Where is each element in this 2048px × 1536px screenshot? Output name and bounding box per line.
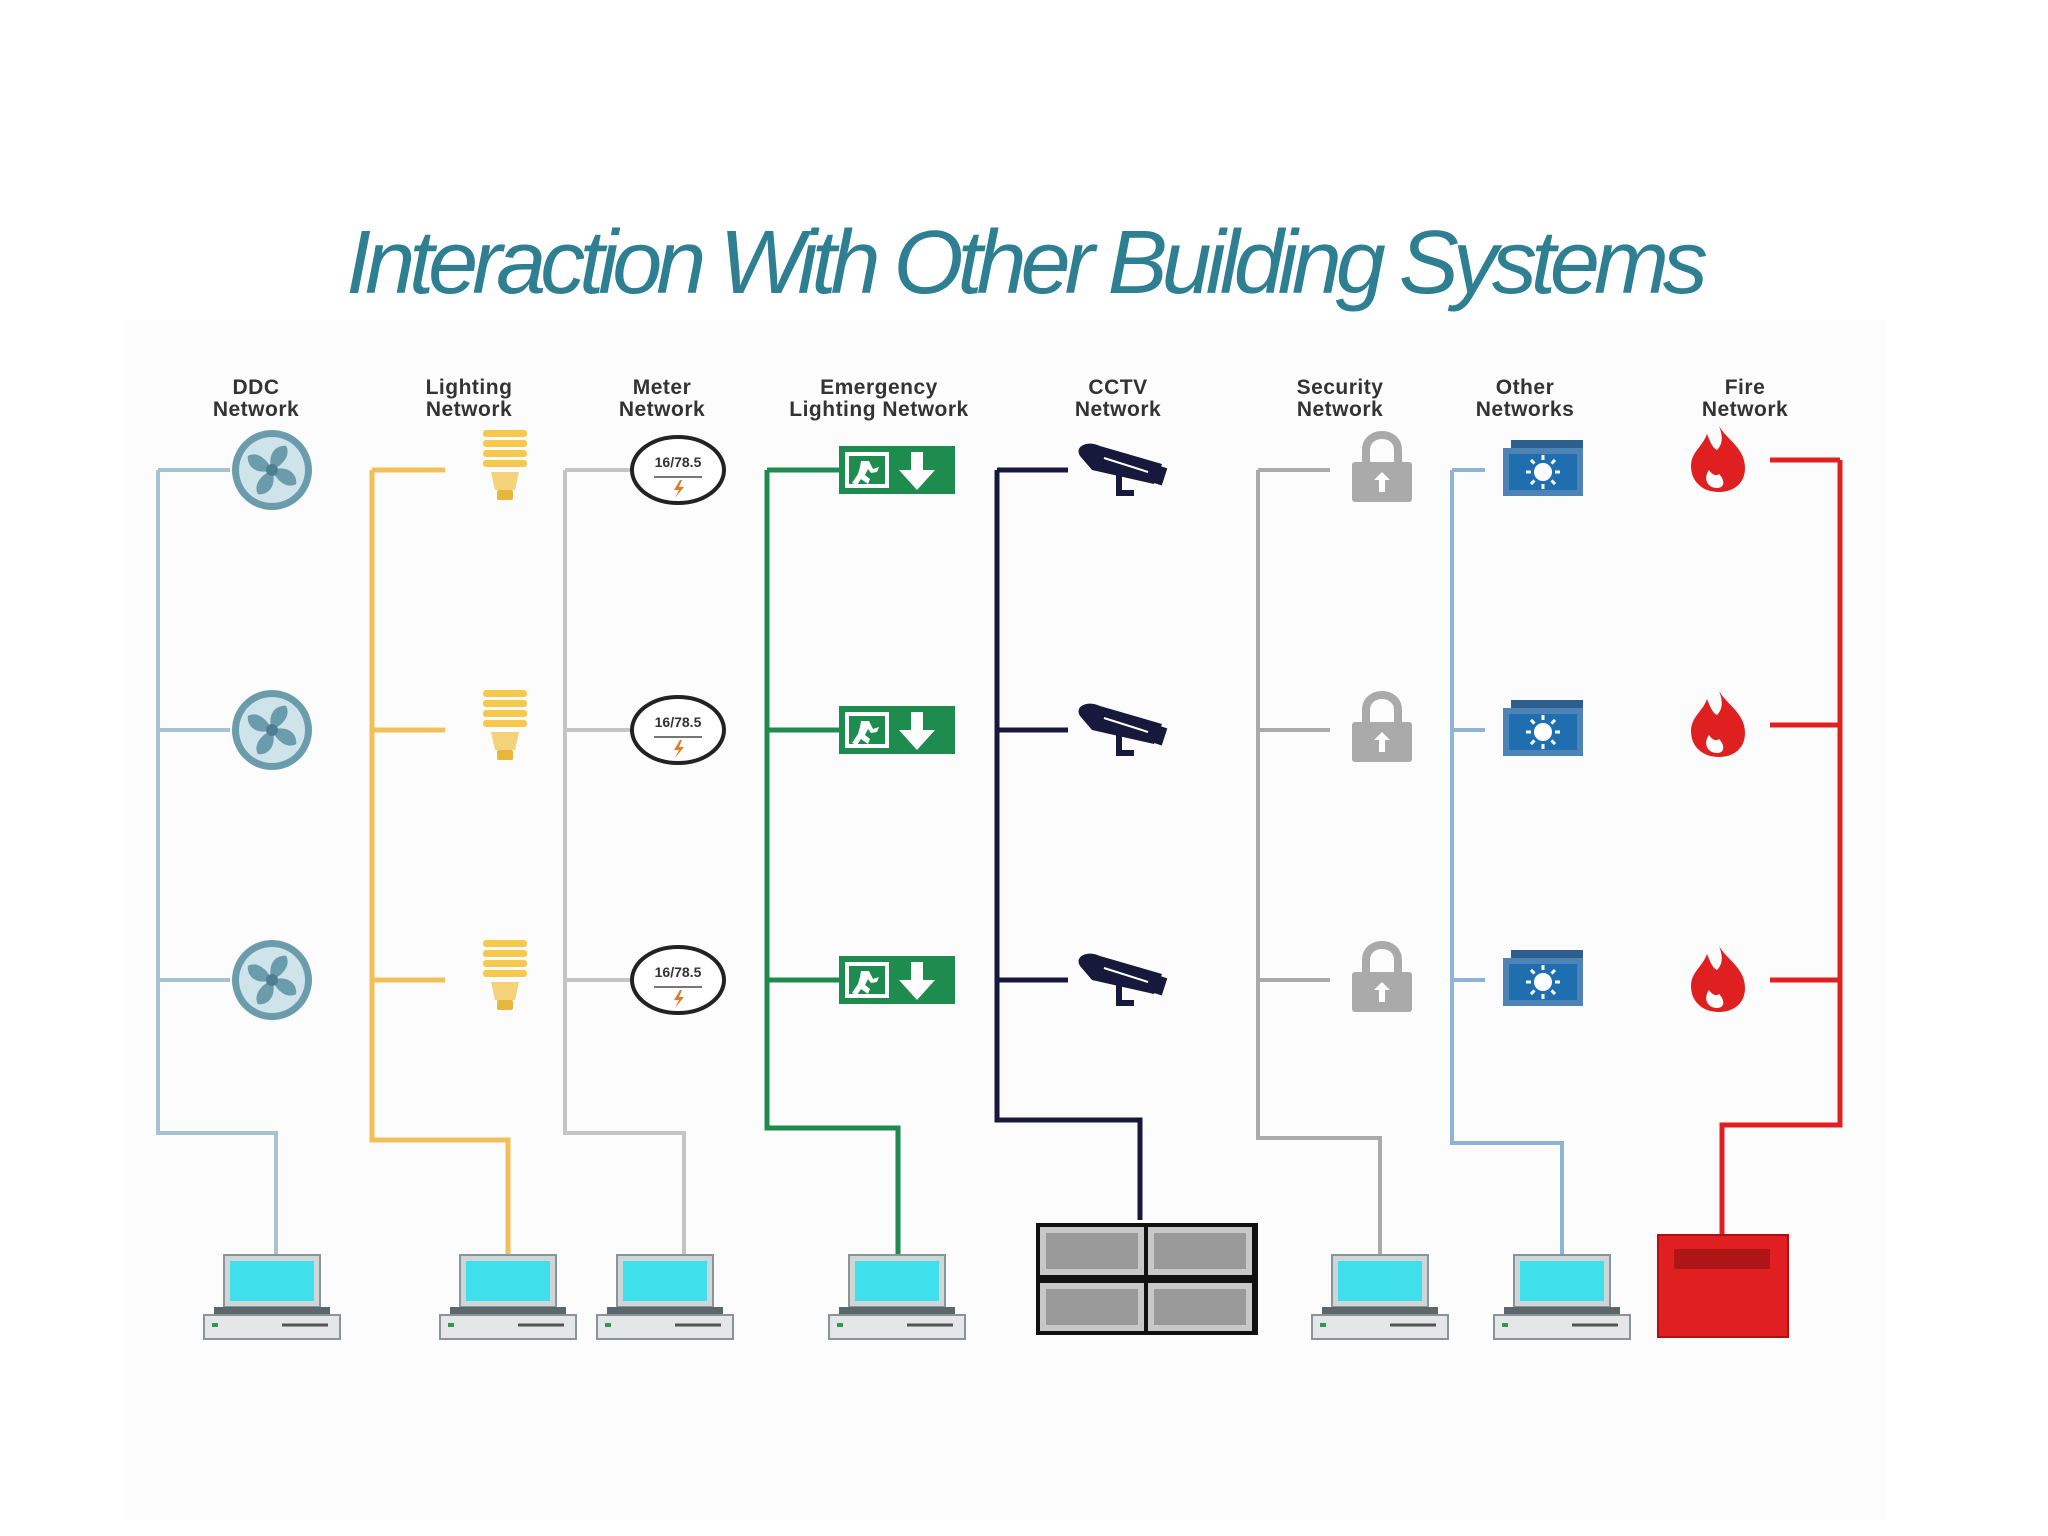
exit-sign-icon xyxy=(839,706,955,754)
fire-panel-icon xyxy=(1657,1234,1789,1338)
lighting-network-label-line2: Network xyxy=(425,398,513,421)
meter-network-label-line2: Network xyxy=(618,398,706,421)
meter-reading: 16/78.5 xyxy=(655,714,702,730)
cctv-network-trunk xyxy=(994,470,1143,1220)
meter-network-label: Meter Network xyxy=(552,377,772,421)
cctv-network-label: CCTV Network xyxy=(1008,377,1228,421)
meter-reading: 16/78.5 xyxy=(655,454,702,470)
energy-meter-icon: 16/78.5 xyxy=(630,695,726,765)
security-network-trunk xyxy=(1256,470,1382,1262)
emergency-lighting-network-label-line2: Lighting Network xyxy=(789,398,969,421)
light-bulb-icon xyxy=(483,940,527,1010)
emergency-lighting-network-label-line1: Emergency xyxy=(820,376,938,399)
security-network-label-line1: Security xyxy=(1296,376,1384,399)
flame-icon xyxy=(1691,946,1745,1012)
computer-icon xyxy=(439,1254,577,1340)
computer-icon xyxy=(1311,1254,1449,1340)
other-networks-label-line1: Other xyxy=(1495,376,1555,399)
computer-icon xyxy=(828,1254,966,1340)
fire-network-label: Fire Network xyxy=(1635,377,1855,421)
energy-meter-icon: 16/78.5 xyxy=(630,435,726,505)
cctv-network-label-line1: CCTV xyxy=(1088,376,1148,399)
ddc-network-label-line1: DDC xyxy=(232,376,280,399)
padlock-icon xyxy=(1352,431,1412,502)
meter-reading: 16/78.5 xyxy=(655,964,702,980)
flame-icon xyxy=(1691,691,1745,757)
network-switch-icon xyxy=(1503,440,1583,496)
cctv-network-label-line2: Network xyxy=(1074,398,1162,421)
padlock-icon xyxy=(1352,691,1412,762)
slide-title: Interaction With Other Building Systems xyxy=(346,213,1708,313)
network-switch-icon xyxy=(1503,950,1583,1006)
cctv-camera-icon xyxy=(1078,953,1168,1006)
other-networks-label: Other Networks xyxy=(1415,377,1635,421)
exit-sign-icon xyxy=(839,956,955,1004)
emergency-network-trunk xyxy=(764,470,901,1262)
cctv-camera-icon xyxy=(1078,703,1168,756)
meter-network-label-line1: Meter xyxy=(632,376,692,399)
fan-icon xyxy=(232,430,312,510)
light-bulb-icon xyxy=(483,690,527,760)
computer-icon xyxy=(203,1254,341,1340)
ddc-network-label-line2: Network xyxy=(212,398,300,421)
exit-sign-icon xyxy=(839,446,955,494)
lighting-network-label: Lighting Network xyxy=(359,377,579,421)
meter-network-trunk xyxy=(563,470,686,1262)
lighting-network-trunk xyxy=(369,470,511,1262)
other-networks-label-line2: Networks xyxy=(1475,398,1575,421)
network-switch-icon xyxy=(1503,700,1583,756)
fan-icon xyxy=(232,690,312,770)
fire-network-label-line2: Network xyxy=(1701,398,1789,421)
monitor-wall-icon xyxy=(1036,1223,1258,1335)
cctv-camera-icon xyxy=(1078,443,1168,496)
other-network-trunk xyxy=(1450,470,1564,1262)
lighting-network-label-line1: Lighting xyxy=(425,376,513,399)
light-bulb-icon xyxy=(483,430,527,500)
ddc-network-label: DDC Network xyxy=(146,377,366,421)
ddc-network-trunk xyxy=(156,470,278,1262)
fire-network-trunk xyxy=(1719,460,1843,1240)
computer-icon xyxy=(1493,1254,1631,1340)
computer-icon xyxy=(596,1254,734,1340)
emergency-lighting-network-label: Emergency Lighting Network xyxy=(769,377,989,421)
fire-network-label-line1: Fire xyxy=(1724,376,1766,399)
energy-meter-icon: 16/78.5 xyxy=(630,945,726,1015)
security-network-label-line2: Network xyxy=(1296,398,1384,421)
fan-icon xyxy=(232,940,312,1020)
flame-icon xyxy=(1691,426,1745,492)
padlock-icon xyxy=(1352,941,1412,1012)
security-network-label: Security Network xyxy=(1230,377,1450,421)
